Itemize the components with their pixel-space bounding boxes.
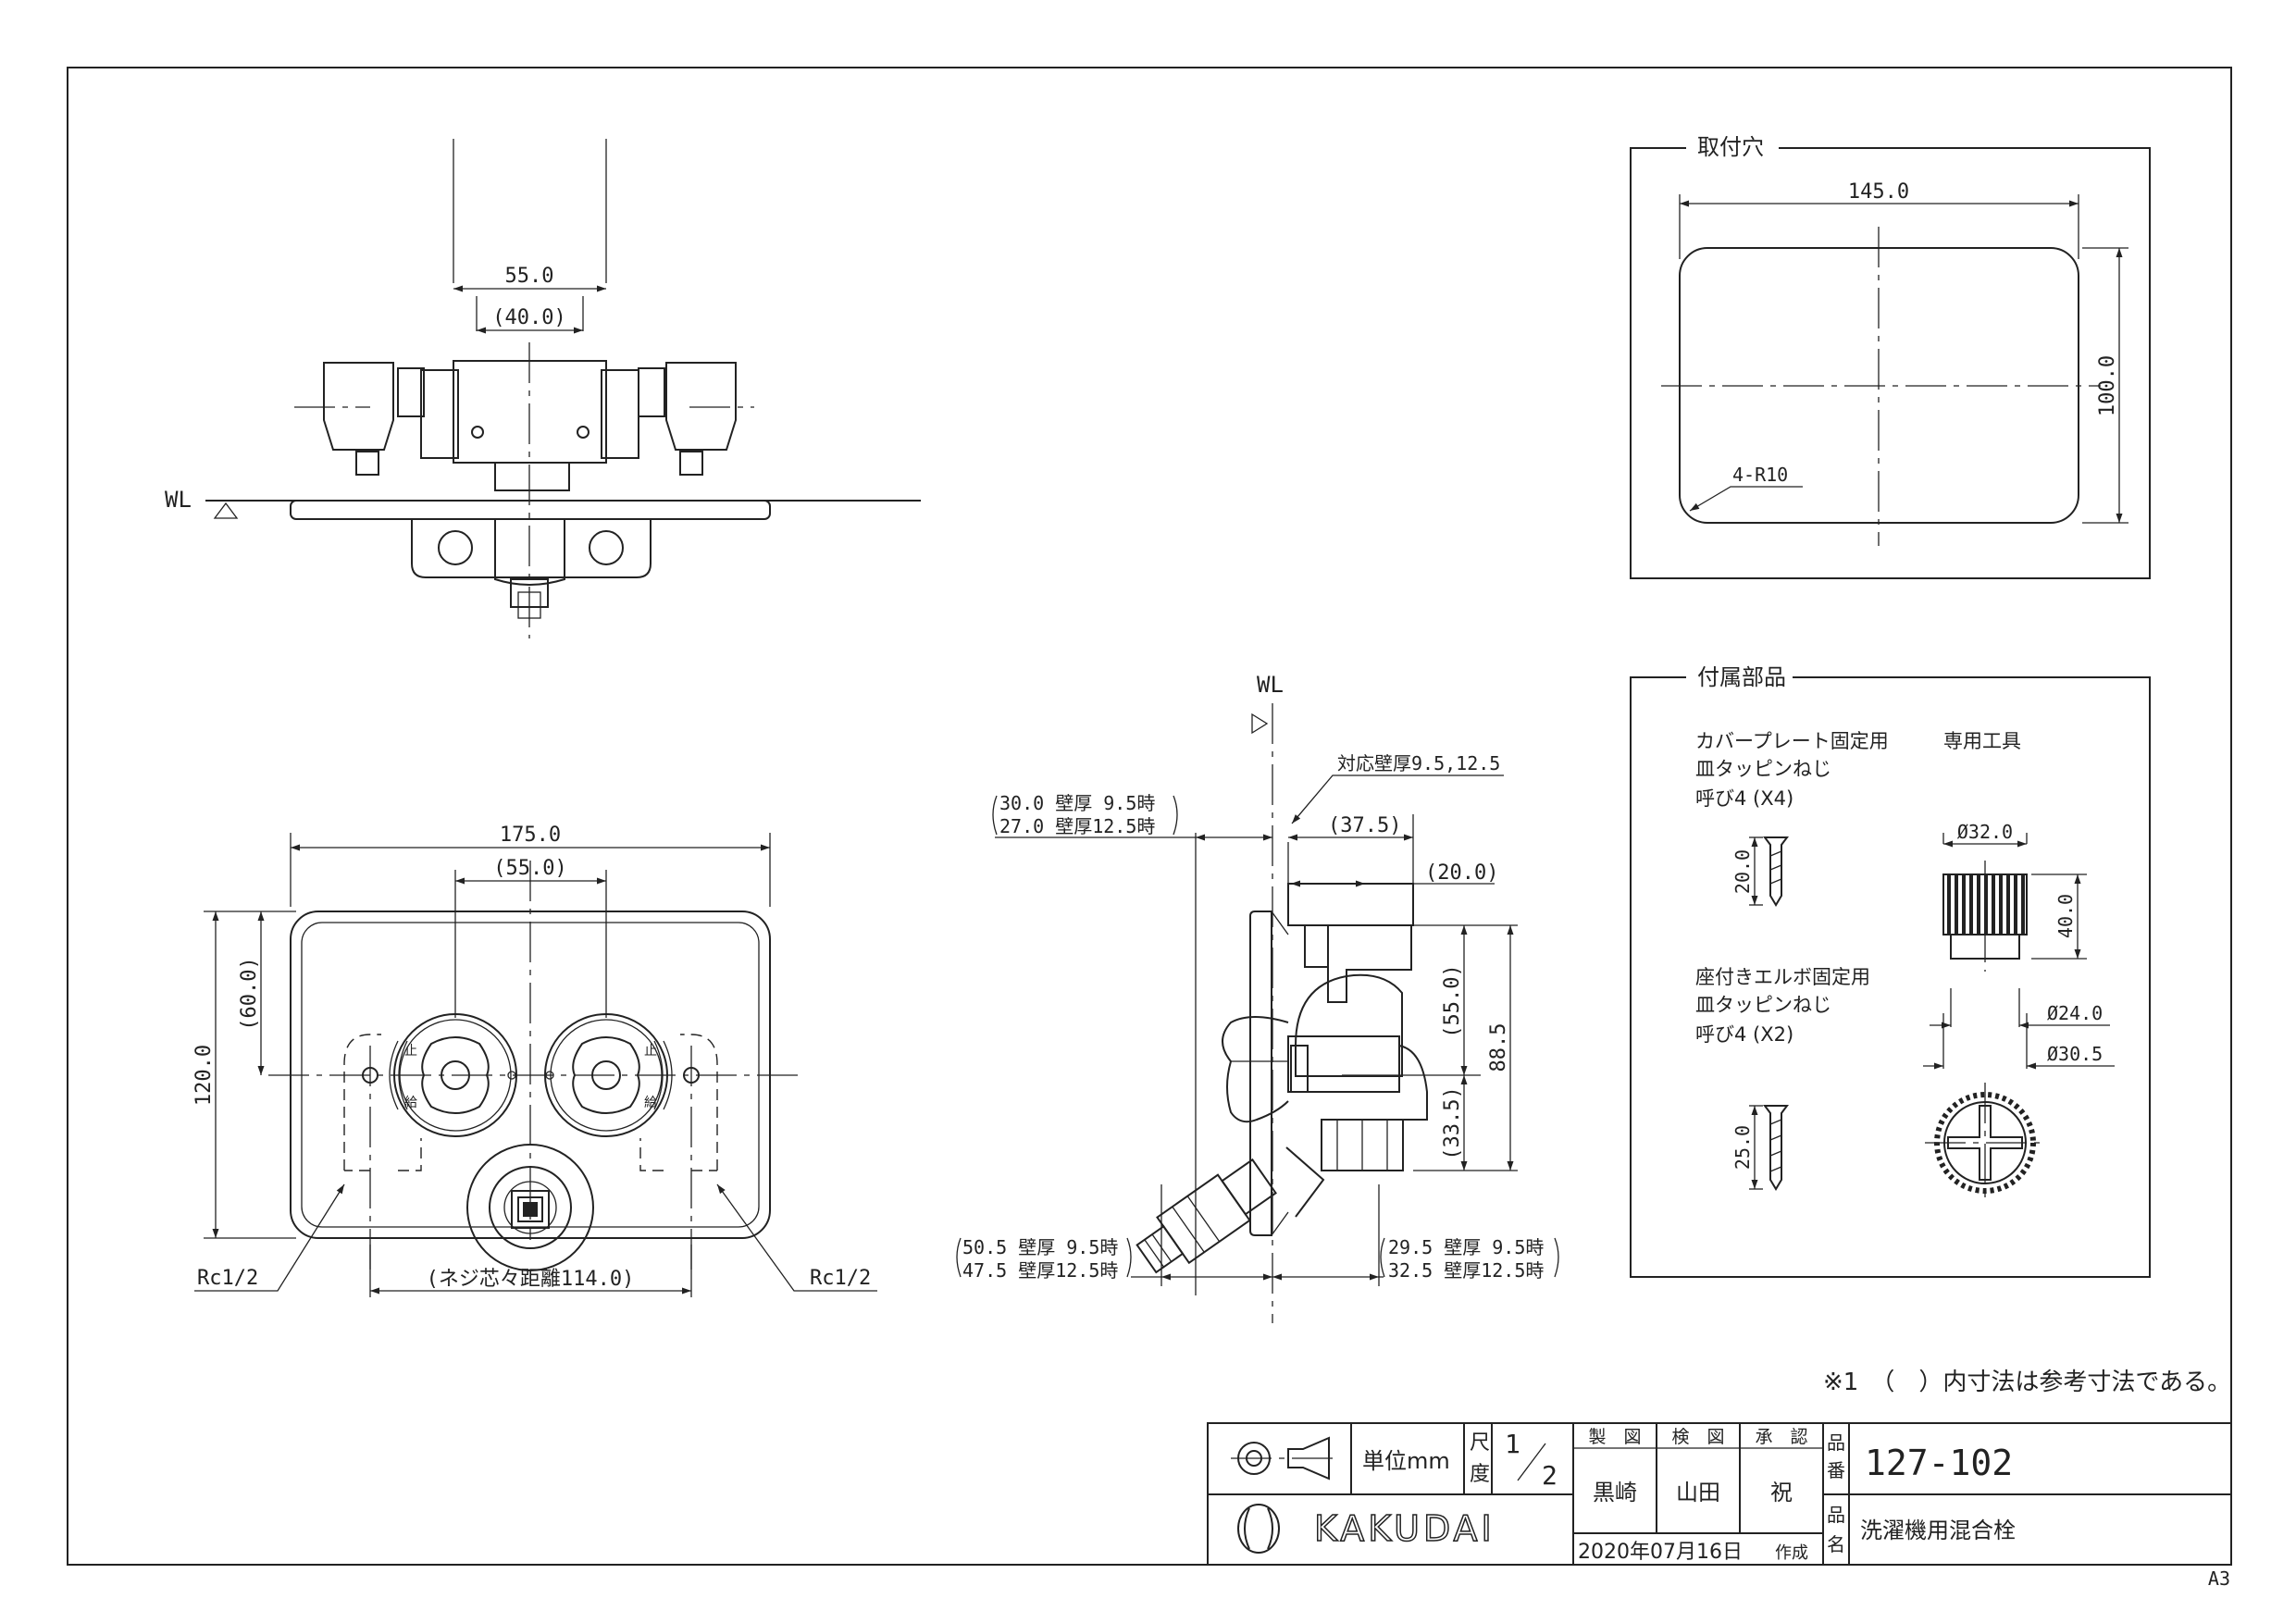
side-offset-a-2: 27.0 壁厚12.5時 <box>999 815 1155 837</box>
approved-by-name: 祝 <box>1770 1480 1793 1505</box>
made-by-label: 製 図 <box>1588 1427 1641 1447</box>
sheet-size: A3 <box>2208 1567 2230 1590</box>
accessories-title: 付属部品 <box>1697 664 1786 690</box>
screw2-type: 皿タッピンねじ <box>1695 994 1831 1016</box>
left-handle-stop-mark: 止 <box>404 1044 417 1059</box>
side-dim-20: (20.0) <box>1425 861 1498 885</box>
screw1-length: 20.0 <box>1731 849 1754 894</box>
front-dim-114: (ネジ芯々距離114.0) <box>427 1268 635 1291</box>
part-no-label-1: 品 <box>1827 1431 1845 1454</box>
part-no-label-2: 番 <box>1827 1459 1845 1481</box>
checked-by-name: 山田 <box>1676 1480 1720 1505</box>
product-name: 洗濯機用混合栓 <box>1860 1518 2016 1543</box>
third-angle-projection-icon <box>1231 1436 1337 1481</box>
screw1-purpose: カバープレート固定用 <box>1695 730 1889 752</box>
screw1-size: 呼び4 (X4) <box>1695 787 1793 810</box>
side-offset-b-1: 50.5 壁厚 9.5時 <box>962 1236 1118 1258</box>
top-view: 55.0 (40.0) WL <box>165 139 921 638</box>
screw1-icon <box>1763 836 1789 907</box>
sheet-frame <box>67 67 2232 1566</box>
tool-diameter: Ø32.0 <box>1957 821 2013 843</box>
screw2-length: 25.0 <box>1731 1125 1754 1170</box>
accessories-panel: 付属部品 カバープレート固定用 皿タッピンねじ 呼び4 (X4) 20.0 座付… <box>1630 664 2151 1278</box>
front-view: 175.0 (55.0) 120.0 (60.0) 止 給 <box>192 824 877 1297</box>
right-handle-supply-mark: 給 <box>644 1096 657 1110</box>
screw2-purpose: 座付きエルボ固定用 <box>1695 966 1870 988</box>
approved-by-label: 承 認 <box>1755 1427 1807 1447</box>
checked-by-label: 検 図 <box>1671 1427 1724 1447</box>
brand-name: KAKUDAI <box>1314 1508 1496 1549</box>
top-dim-55: 55.0 <box>505 265 554 288</box>
mounting-hole-title: 取付穴 <box>1697 134 1764 160</box>
side-offset-c-2: 32.5 壁厚12.5時 <box>1388 1259 1544 1282</box>
screw2-icon <box>1763 1105 1789 1191</box>
reference-note: ※1 （ ）内寸法は参考寸法である。 <box>1823 1369 2231 1396</box>
mounting-hole-radius: 4-R10 <box>1732 464 1788 486</box>
scale-label-1: 尺 <box>1470 1431 1490 1455</box>
front-dim-120: 120.0 <box>192 1045 216 1106</box>
part-number: 127-102 <box>1865 1443 2013 1483</box>
scale-denominator: 2 <box>1542 1460 1558 1491</box>
tool-length: 40.0 <box>2054 894 2077 938</box>
side-view: WL 3 <box>956 672 1559 1323</box>
port-label-right: Rc1/2 <box>810 1267 871 1290</box>
top-dim-40: (40.0) <box>492 306 565 329</box>
wl-label-top: WL <box>165 487 192 513</box>
scale-numerator: 1 <box>1505 1429 1520 1459</box>
mounting-hole-panel: 取付穴 145.0 100.0 4-R10 <box>1630 134 2151 579</box>
side-dim-33: (33.5) <box>1441 1086 1464 1159</box>
scale-label-2: 度 <box>1470 1463 1490 1486</box>
front-dim-60: (60.0) <box>238 957 261 1030</box>
unit-label: 単位mm <box>1362 1448 1450 1474</box>
title-block: 単位mm 尺 度 1 2 製 図 検 図 承 認 黒崎 山田 祝 品 番 127… <box>1207 1422 2232 1566</box>
created-label: 作成 <box>1775 1543 1808 1563</box>
port-label-left: Rc1/2 <box>197 1267 258 1290</box>
right-handle-stop-mark: 止 <box>644 1044 657 1059</box>
front-dim-175: 175.0 <box>500 824 561 847</box>
tool-outer-diameter: Ø30.5 <box>2047 1043 2103 1065</box>
side-dim-88: 88.5 <box>1487 1023 1510 1072</box>
side-dim-55: (55.0) <box>1441 964 1464 1037</box>
side-offset-c-1: 29.5 壁厚 9.5時 <box>1388 1236 1544 1258</box>
wl-label-side: WL <box>1257 672 1284 698</box>
tool-inner-diameter: Ø24.0 <box>2047 1002 2103 1024</box>
made-by-name: 黒崎 <box>1593 1480 1637 1505</box>
screw1-type: 皿タッピンねじ <box>1695 758 1831 780</box>
left-handle-supply-mark: 給 <box>404 1096 417 1110</box>
mounting-hole-height: 100.0 <box>2096 355 2119 416</box>
name-label-2: 名 <box>1827 1533 1845 1555</box>
screw2-size: 呼び4 (X2) <box>1695 1023 1793 1046</box>
kakudai-logo: KAKUDAI <box>1237 1504 1496 1554</box>
tool-title: 専用工具 <box>1943 730 2021 752</box>
side-wall-thickness: 対応壁厚9.5,12.5 <box>1337 752 1500 774</box>
name-label-1: 品 <box>1827 1504 1845 1526</box>
side-offset-b-2: 47.5 壁厚12.5時 <box>962 1259 1118 1282</box>
mounting-hole-width: 145.0 <box>1848 180 1909 204</box>
drawing-date: 2020年07月16日 <box>1578 1541 1743 1564</box>
side-dim-37: (37.5) <box>1328 814 1401 837</box>
side-offset-a-1: 30.0 壁厚 9.5時 <box>999 792 1155 814</box>
